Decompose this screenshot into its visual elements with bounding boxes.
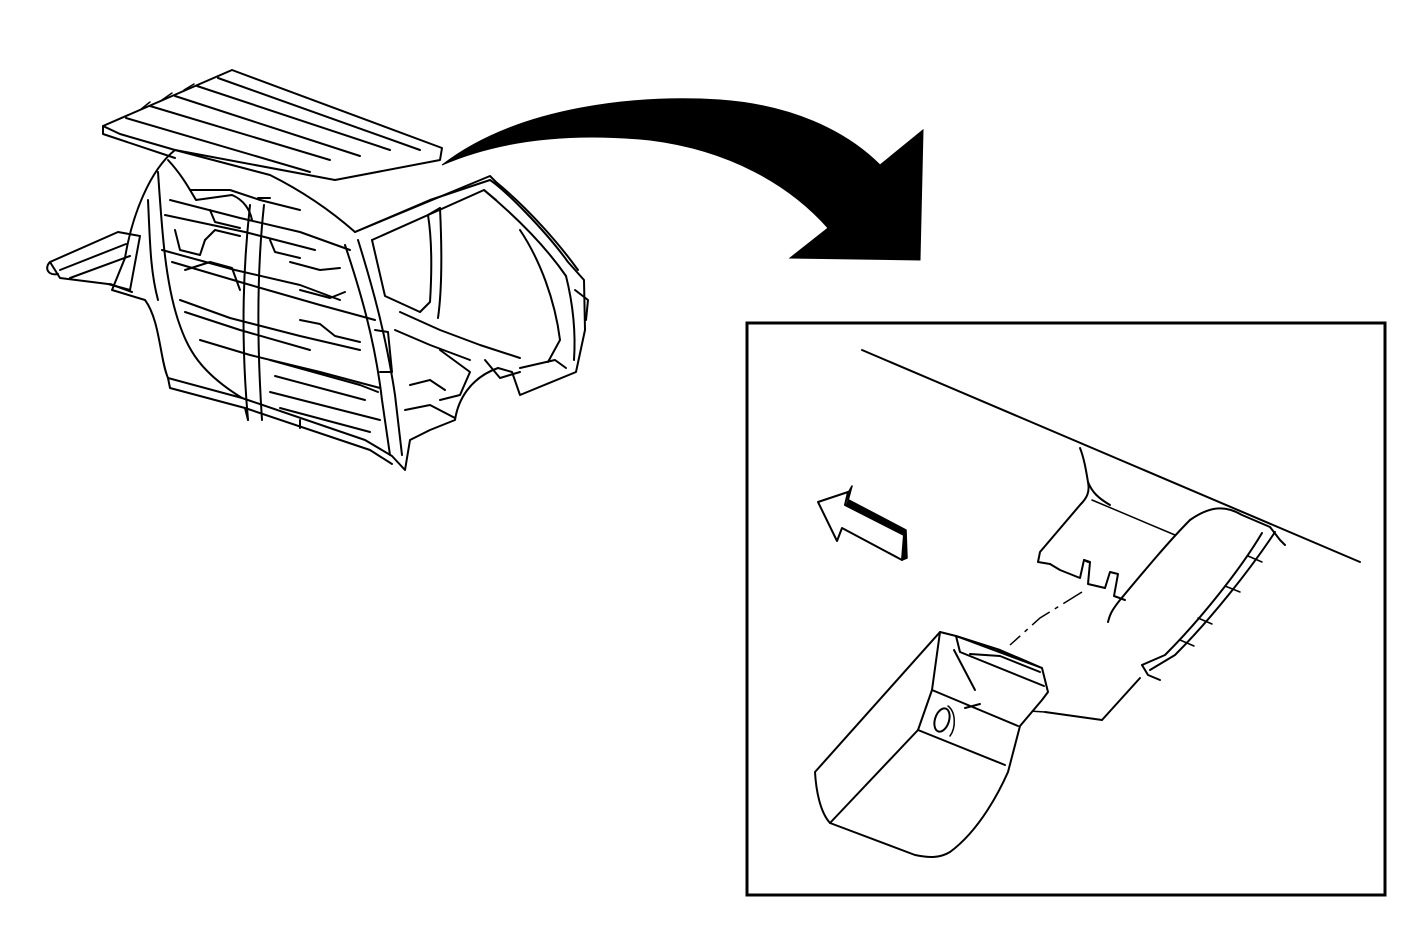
curved-callout-arrow-icon (441, 98, 924, 261)
front-door-frame (354, 175, 589, 363)
rocker-panel (167, 377, 393, 465)
mounting-bracket (1037, 447, 1176, 601)
roof-panel (102, 69, 443, 181)
mounting-hole (933, 707, 951, 733)
body-pillars (242, 197, 403, 456)
vehicle-body-structure-icon (46, 69, 589, 471)
rail-section (1044, 507, 1286, 721)
underbody-bracket-detail-icon (814, 631, 1049, 858)
frame-rail-edge (861, 349, 1361, 563)
floor-pan (161, 189, 567, 433)
rear-floor-extension (46, 231, 141, 293)
detail-inset (745, 321, 1387, 897)
alignment-centerline (1009, 591, 1083, 646)
front-direction-arrow-icon (817, 485, 908, 561)
